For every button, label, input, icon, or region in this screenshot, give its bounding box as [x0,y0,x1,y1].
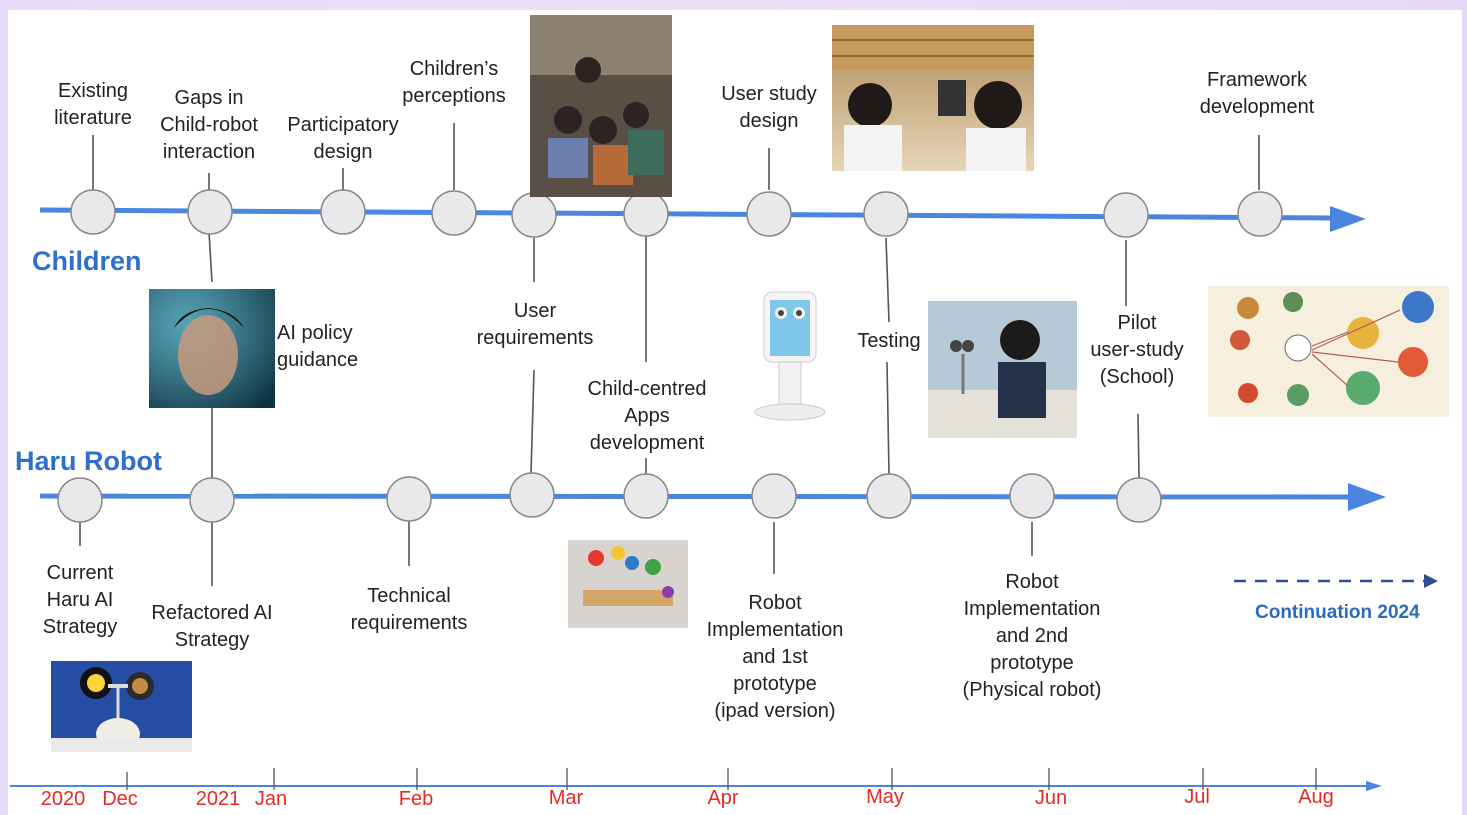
node-user-study-design [746,191,792,237]
axis-month-aug: Aug [1298,786,1334,808]
axis-month-jun: Jun [1034,787,1068,809]
node-gaps [187,189,233,235]
node-first-proto [751,473,797,519]
label-first-proto: Robot Implementation and 1st prototype (… [706,592,844,722]
axis-month-mar: Mar [548,787,584,809]
axis-month-may: May [866,786,904,808]
label-participatory: Participatory design [287,114,399,163]
node-perceptions [431,190,477,236]
label-existing-literature: Existing literature [54,80,132,129]
children-connectors [92,123,1260,362]
label-testing: Testing [857,330,921,352]
label-gaps: Gaps in Child-robot interaction [160,87,258,163]
node-robot-user-req [509,472,555,518]
child-face-photo [149,289,275,408]
testing-photo [928,301,1077,438]
node-refactored [189,477,235,523]
robot-connectors [79,361,1140,586]
node-robot-apps [623,473,669,519]
continuation-legend-arrow [1234,574,1438,588]
node-second-proto [1009,473,1055,519]
node-child-apps [623,191,669,237]
user-study-photo [832,25,1034,171]
node-technical [386,476,432,522]
label-perceptions: Children’s perceptions [402,58,506,107]
children-track-title: Children [32,246,142,276]
node-existing-literature [70,189,116,235]
robot-nodes [57,472,1162,523]
node-pilot [1103,192,1149,238]
axis-month-apr: Apr [707,787,739,809]
robot-track-arrow-icon [1348,483,1386,511]
label-second-proto: Robot Implementation and 2nd prototype (… [962,571,1102,701]
classroom-photo [530,15,672,197]
haru-robot-photo [51,661,192,752]
node-framework [1237,191,1283,237]
node-participatory [320,189,366,235]
children-track [39,206,1366,232]
node-testing [863,191,909,237]
axis-year-2020: 2020 [40,788,86,810]
robot-track [39,483,1386,511]
axis-month-dec: Dec [102,788,138,810]
label-framework: Framework development [1199,69,1315,118]
children-nodes [70,189,1283,238]
label-user-study-design: User study design [721,83,817,132]
axis-month-jul: Jul [1184,786,1210,808]
label-child-apps: Child-centred Apps development [587,378,707,454]
axis-year-2021: 2021 [195,788,241,810]
axis-month-feb: Feb [398,788,434,810]
framework-illustration [1208,286,1449,417]
label-technical: Technical requirements [350,585,468,634]
label-user-requirements: User requirements [476,300,594,349]
label-pilot: Pilot user-study (School) [1090,312,1184,388]
label-ai-policy: AI policy guidance [277,322,359,371]
timeline-graphics [10,15,1449,791]
robot-track-title: Haru Robot [15,446,162,476]
continuation-legend-label: Continuation 2024 [1255,602,1420,623]
children-track-arrow-icon [1330,206,1366,232]
timeline-diagram: Children Haru Robot Existing literature … [8,10,1462,815]
node-current-strategy [57,477,103,523]
ipad-robot-image [754,291,826,421]
label-current-strategy: Current Haru AI Strategy [42,562,118,638]
node-robot-testing [866,473,912,519]
axis-month-jan: Jan [254,788,288,810]
label-refactored: Refactored AI Strategy [151,602,273,651]
board-game-photo [568,540,688,628]
time-axis [10,768,1382,791]
node-robot-pilot [1116,477,1162,523]
node-user-requirements [511,192,557,238]
